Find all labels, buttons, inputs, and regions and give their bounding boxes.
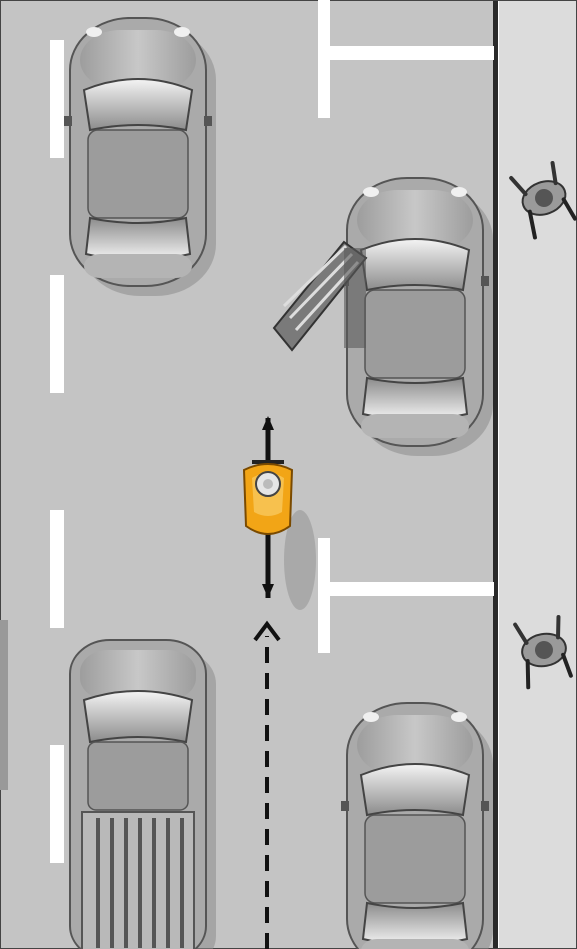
curb-line (493, 0, 498, 949)
sedan-icon (341, 703, 493, 949)
pickup-truck-icon (70, 640, 216, 949)
left-edge-shadow (0, 620, 8, 790)
sedan-icon (64, 18, 216, 296)
sidewalk (499, 0, 577, 949)
